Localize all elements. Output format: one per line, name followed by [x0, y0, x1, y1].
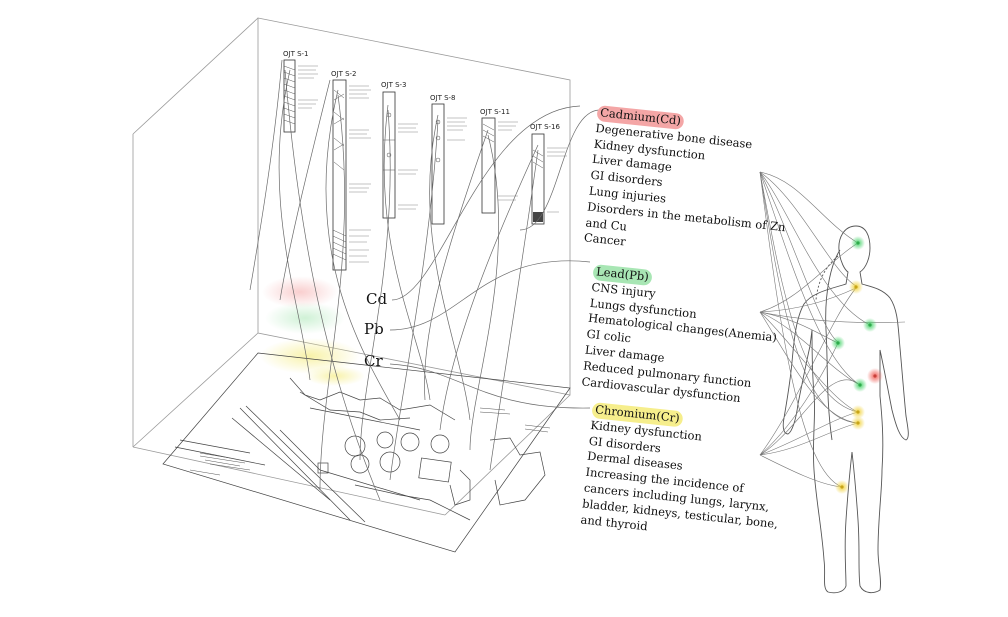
core-s3: OJT S-3 — [381, 81, 418, 219]
core-label: OJT S-2 — [331, 70, 357, 78]
node-bone — [835, 480, 849, 494]
site-plan — [162, 352, 571, 553]
lead-effects-block: Lead(Pb) CNS injury Lungs dysfunction He… — [581, 264, 783, 409]
element-links — [389, 105, 601, 409]
core-label: OJT S-3 — [381, 81, 407, 89]
core-label: OJT S-16 — [530, 123, 560, 131]
contamination-glows — [260, 276, 365, 386]
node-gi — [853, 378, 867, 392]
lead-effects-list: CNS injury Lungs dysfunction Hematologic… — [581, 280, 781, 410]
core-connectors — [249, 59, 539, 501]
core-s2: OJT S-2 — [331, 70, 371, 271]
core-label: OJT S-1 — [283, 50, 309, 58]
node-throat — [849, 280, 863, 294]
chromium-effects-list: Kidney dysfunction GI disorders Dermal d… — [580, 418, 787, 549]
organ-nodes — [831, 236, 883, 494]
human-figure — [782, 225, 909, 594]
chromium-effects-block: Chromium(Cr) Kidney dysfunction GI disor… — [580, 402, 789, 548]
site-label-pb: Pb — [364, 320, 384, 338]
node-kidney — [867, 368, 883, 384]
node-head — [851, 236, 865, 250]
wireframe-box — [132, 17, 571, 516]
core-label: OJT S-8 — [430, 94, 456, 102]
node-lung — [863, 318, 877, 332]
core-s16: OJT S-16 — [530, 123, 567, 225]
site-label-cr: Cr — [364, 352, 383, 370]
cadmium-effects-list: Degenerative bone disease Kidney dysfunc… — [583, 121, 794, 268]
core-s11: OJT S-11 — [480, 108, 518, 214]
node-testicular — [851, 416, 865, 430]
site-label-cd: Cd — [366, 290, 387, 308]
organ-links — [759, 171, 906, 488]
cadmium-effects-block: Cadmium(Cd) Degenerative bone disease Ki… — [583, 105, 796, 267]
core-label: OJT S-11 — [480, 108, 510, 116]
core-s8: OJT S-8 — [430, 94, 467, 225]
node-bladder — [851, 405, 865, 419]
soil-cores: OJT S-1 OJT S-2 OJT S-3 OJT S-8 — [283, 50, 567, 271]
node-liver — [831, 336, 845, 350]
core-s1: OJT S-1 — [283, 50, 318, 133]
